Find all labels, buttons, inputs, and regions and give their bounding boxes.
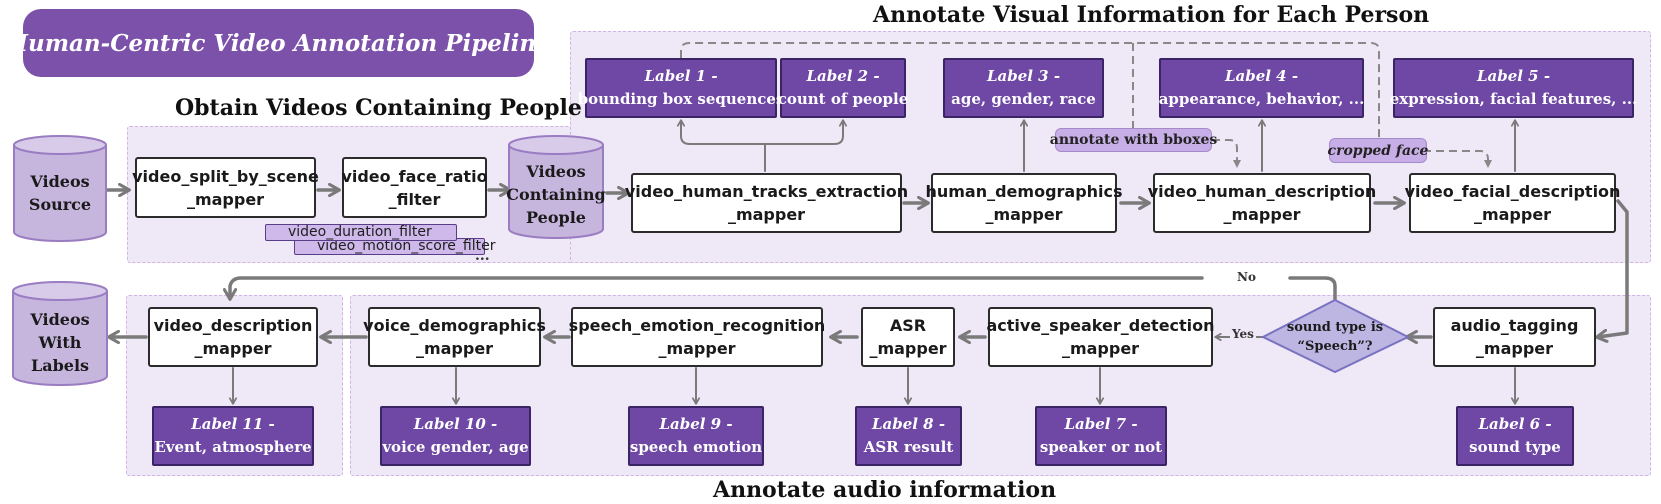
label-8-number: Label 8 - xyxy=(871,415,946,433)
label-4-number: Label 4 - xyxy=(1224,67,1299,85)
label-2-number: Label 2 - xyxy=(806,67,880,85)
cylinder-withlabels-label: Videos With Labels xyxy=(30,309,90,375)
label-3-text: age, gender, race xyxy=(951,90,1096,108)
cylinder-containing-label: Videos Containing People xyxy=(506,161,606,227)
cylinder-containing xyxy=(508,135,604,239)
label-3-number: Label 3 - xyxy=(986,67,1061,85)
label-11: Label 11 - Event, atmosphere xyxy=(152,406,314,466)
filter-duration: video_duration_filter xyxy=(265,224,457,241)
label-9-text: speech emotion xyxy=(629,438,763,456)
label-2-text: count of people xyxy=(777,90,909,108)
title-text: Human-Centric Video Annotation Pipeline xyxy=(6,29,551,57)
label-5-text: expression, facial features, ... xyxy=(1389,90,1638,108)
label-8-text: ASR result xyxy=(863,438,954,456)
label-11-text: Event, atmosphere xyxy=(154,438,312,456)
label-8: Label 8 - ASR result xyxy=(855,406,962,466)
filter-face-ratio: video_face_ratio _filter xyxy=(341,157,488,218)
label-9: Label 9 - speech emotion xyxy=(628,406,764,466)
label-5: Label 5 - expression, facial features, .… xyxy=(1390,58,1637,118)
mapper-human-demographics: human_demographics _mapper xyxy=(925,173,1123,233)
decision-diamond xyxy=(1260,298,1411,374)
label-10-text: voice gender, age xyxy=(382,438,529,456)
label-1-number: Label 1 - xyxy=(644,67,718,85)
label-2: Label 2 - count of people xyxy=(777,58,909,118)
label-3: Label 3 - age, gender, race xyxy=(943,58,1104,118)
mapper-split-by-scene: video_split_by_scene _mapper xyxy=(132,157,319,218)
dashed-bboxes-to-description xyxy=(1212,139,1241,168)
label-1-text: bounding box sequences xyxy=(577,90,785,108)
arrow-tracks-label1 xyxy=(681,121,766,172)
label-7: Label 7 - speaker or not xyxy=(1035,406,1167,466)
label-6-text: sound type xyxy=(1469,438,1561,456)
label-7-number: Label 7 - xyxy=(1064,415,1138,433)
mapper-active-speaker: active_speaker_detection _mapper xyxy=(986,307,1215,367)
label-1: Label 1 - bounding box sequences xyxy=(578,58,784,118)
label-10: Label 10 - voice gender, age xyxy=(380,406,531,466)
label-9-number: Label 9 - xyxy=(659,415,733,433)
decision-no: No xyxy=(1231,270,1262,284)
label-5-number: Label 5 - xyxy=(1476,67,1551,85)
decision-yes: Yes xyxy=(1230,327,1256,341)
mapper-asr: ASR _mapper xyxy=(861,307,955,367)
mapper-audio-tagging: audio_tagging _mapper xyxy=(1433,307,1596,367)
mapper-speech-emotion: speech_emotion_recognition _mapper xyxy=(569,307,825,367)
label-6: Label 6 - sound type xyxy=(1456,406,1574,466)
heading-obtain: Obtain Videos Containing People xyxy=(175,95,582,121)
mapper-human-description: video_human_description _mapper xyxy=(1148,173,1376,233)
heading-audio: Annotate audio information xyxy=(713,477,1057,503)
mapper-video-description: video_description _mapper xyxy=(148,307,318,367)
label-11-number: Label 11 - xyxy=(191,415,275,433)
cylinder-source-label: Videos Source xyxy=(28,172,92,214)
filters-ellipsis: ... xyxy=(475,248,490,264)
cylinder-with-labels xyxy=(12,281,108,386)
arrow-tracks-label2 xyxy=(764,121,843,145)
mapper-tracks-extraction: video_human_tracks_extraction _mapper xyxy=(625,173,908,233)
label-4: Label 4 - appearance, behavior, ... xyxy=(1159,58,1364,118)
mapper-voice-demographics: voice_demographics _mapper xyxy=(363,307,546,367)
decision-text: sound type is “Speech”? xyxy=(1286,320,1384,354)
label-7-text: speaker or not xyxy=(1039,438,1163,456)
cropped-face-pill: cropped face xyxy=(1328,138,1428,163)
arrow-facial-audiotagging xyxy=(1598,199,1629,337)
cylinder-source xyxy=(13,135,107,242)
dashed-cropped-to-facial xyxy=(1397,150,1492,168)
annotate-bboxes-pill: annotate with bboxes xyxy=(1050,128,1217,152)
mapper-facial-description: video_facial_description _mapper xyxy=(1405,173,1620,233)
heading-visual: Annotate Visual Information for Each Per… xyxy=(873,2,1430,28)
label-6-number: Label 6 - xyxy=(1478,415,1552,433)
filter-motion-score: video_motion_score_filter xyxy=(294,238,495,255)
title-banner: Human-Centric Video Annotation Pipeline xyxy=(6,9,551,77)
label-10-number: Label 10 - xyxy=(413,415,498,433)
label-4-text: appearance, behavior, ... xyxy=(1158,90,1365,108)
arrow-no-path xyxy=(230,276,1337,303)
